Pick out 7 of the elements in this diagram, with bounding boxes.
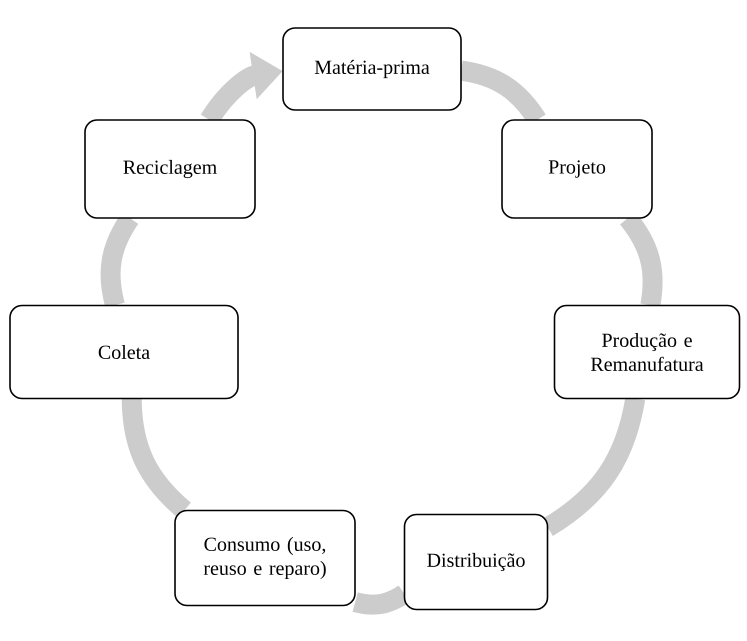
process-box: Projeto	[501, 119, 653, 219]
process-box: Matéria-prima	[282, 27, 462, 111]
process-box: Consumo (uso, reuso e reparo)	[174, 510, 356, 606]
process-box: Reciclagem	[84, 119, 256, 219]
process-box: Distribuição	[404, 514, 548, 610]
process-box: Coleta	[9, 304, 239, 400]
process-box: Produção e Remanufatura	[554, 304, 740, 400]
